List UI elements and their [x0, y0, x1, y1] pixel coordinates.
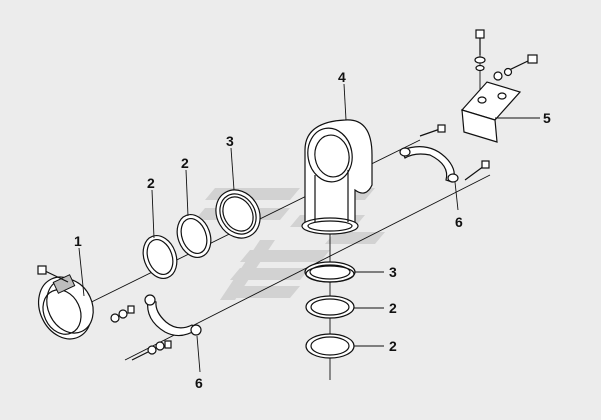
seal-ring-3b	[304, 261, 356, 283]
exhaust-elbow	[301, 119, 373, 235]
callout-2b: 2	[181, 155, 189, 171]
callout-2c: 2	[389, 300, 397, 316]
callout-6a: 6	[455, 214, 463, 230]
gasket-2b	[176, 214, 212, 258]
callout-labels: 1 2 2 3 4 5 6 3 2 2 6	[74, 69, 551, 391]
callout-4: 4	[338, 69, 346, 85]
seal-ring-3a	[215, 189, 261, 239]
callout-1: 1	[74, 233, 82, 249]
callout-3b: 3	[389, 264, 397, 280]
callout-6b: 6	[195, 375, 203, 391]
gasket-2a	[142, 235, 178, 279]
v-band-clamp	[37, 265, 94, 340]
callout-3a: 3	[226, 133, 234, 149]
leader-lines	[78, 83, 540, 373]
callout-2d: 2	[389, 338, 397, 354]
callout-5: 5	[543, 110, 551, 126]
gasket-2d	[305, 333, 355, 359]
callout-2a: 2	[147, 175, 155, 191]
half-clamp-upper	[399, 124, 490, 183]
mounting-bracket	[460, 29, 538, 143]
half-clamp-lower	[110, 294, 202, 361]
gasket-2c	[305, 295, 355, 319]
